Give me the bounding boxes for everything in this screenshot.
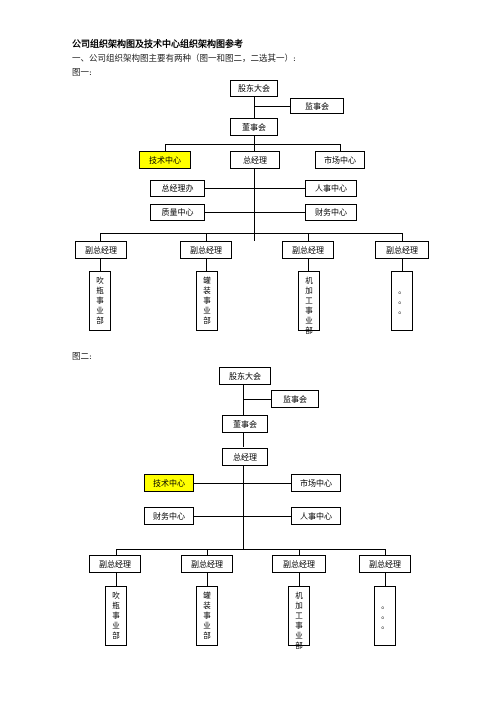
figure-1-label: 图一: bbox=[72, 68, 92, 78]
fig2-finance-center-box: 财务中心 bbox=[144, 507, 194, 525]
fig1-division-blow-molding: 吹瓶事业部 bbox=[89, 271, 111, 331]
fig1-finance-center-box: 财务中心 bbox=[305, 204, 357, 221]
fig1-gm-office-box: 总经理办 bbox=[150, 180, 205, 197]
fig2-vice-gm-box: 副总经理 bbox=[181, 555, 233, 573]
fig2-hr-center-box: 人事中心 bbox=[291, 507, 341, 525]
fig1-shareholders-box: 股东大会 bbox=[230, 80, 278, 97]
intro-text: 一、公司组织架构图主要有两种（图一和图二，二选其一）: bbox=[72, 54, 296, 64]
fig1-tech-center-box: 技术中心 bbox=[139, 151, 191, 169]
fig2-board-box: 董事会 bbox=[222, 415, 268, 433]
fig2-division-canning: 罐装事业部 bbox=[196, 586, 218, 646]
fig1-supervisors-box: 监事会 bbox=[290, 98, 344, 114]
fig1-vice-gm-box: 副总经理 bbox=[180, 241, 232, 259]
fig2-gm-box: 总经理 bbox=[222, 448, 268, 466]
fig1-quality-center-box: 质量中心 bbox=[150, 204, 205, 221]
fig1-vice-gm-box: 副总经理 bbox=[282, 241, 334, 259]
fig1-market-center-box: 市场中心 bbox=[315, 151, 365, 169]
fig1-division-machining: 机加工事业部 bbox=[298, 271, 320, 335]
fig1-hr-center-box: 人事中心 bbox=[305, 180, 357, 197]
fig1-division-canning: 罐装事业部 bbox=[196, 271, 218, 331]
fig2-supervisors-box: 监事会 bbox=[271, 390, 319, 408]
fig1-division-more: 。。。 bbox=[391, 271, 413, 331]
fig2-market-center-box: 市场中心 bbox=[291, 474, 341, 492]
fig1-board-box: 董事会 bbox=[230, 118, 278, 136]
fig2-tech-center-box: 技术中心 bbox=[144, 474, 194, 492]
fig2-vice-gm-box: 副总经理 bbox=[89, 555, 141, 573]
fig2-division-blow-molding: 吹瓶事业部 bbox=[105, 586, 127, 646]
figure-2-label: 图二: bbox=[72, 352, 92, 362]
fig2-division-more: 。。。 bbox=[374, 586, 396, 646]
fig1-vice-gm-box: 副总经理 bbox=[75, 241, 127, 259]
fig2-vice-gm-box: 副总经理 bbox=[359, 555, 411, 573]
fig2-division-machining: 机加工事业部 bbox=[288, 586, 310, 650]
fig1-vice-gm-box: 副总经理 bbox=[375, 241, 429, 259]
fig1-gm-box: 总经理 bbox=[230, 151, 280, 169]
fig2-vice-gm-box: 副总经理 bbox=[272, 555, 326, 573]
document-title: 公司组织架构图及技术中心组织架构图参考 bbox=[72, 40, 244, 50]
fig2-shareholders-box: 股东大会 bbox=[219, 367, 271, 385]
